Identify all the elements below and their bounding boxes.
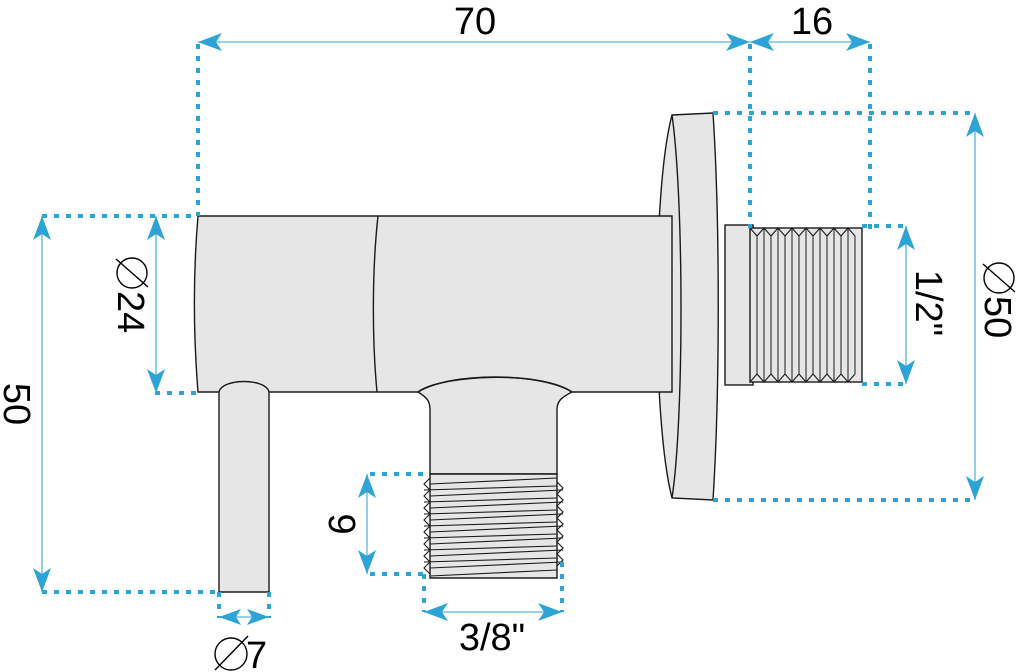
label-thread-length: 16 (791, 1, 833, 43)
label-overall-length: 70 (454, 1, 496, 43)
collar (724, 224, 754, 386)
diameter-symbol-icon (116, 257, 148, 289)
label-outlet-length: 9 (320, 513, 362, 534)
label-total-height-group: 50 (0, 383, 37, 425)
label-flange-diameter-group: 50 (976, 262, 1018, 338)
dimension-lines (33, 33, 984, 625)
outlet-neck (416, 376, 574, 475)
label-inlet-thread: 1/2" (907, 270, 949, 336)
label-inlet-thread-group: 1/2" (907, 270, 949, 336)
inlet-thread (749, 227, 863, 383)
label-body-diameter-group: 24 (109, 257, 151, 333)
label-total-height: 50 (0, 383, 37, 425)
label-outlet-thread: 3/8" (459, 617, 525, 659)
label-handle-diameter-group: 7 (214, 635, 267, 672)
diameter-symbol-icon (214, 637, 248, 671)
outlet-thread (423, 473, 564, 579)
label-flange-diameter: 50 (976, 296, 1018, 338)
valve-drawing (193, 112, 863, 593)
label-handle-diameter: 7 (246, 635, 267, 672)
valve-body (193, 215, 673, 393)
label-body-diameter: 24 (109, 291, 151, 333)
handle-lever (218, 380, 270, 593)
label-outlet-length-group: 9 (320, 513, 362, 534)
diameter-symbol-icon (983, 262, 1015, 294)
extension-lines (42, 44, 975, 618)
